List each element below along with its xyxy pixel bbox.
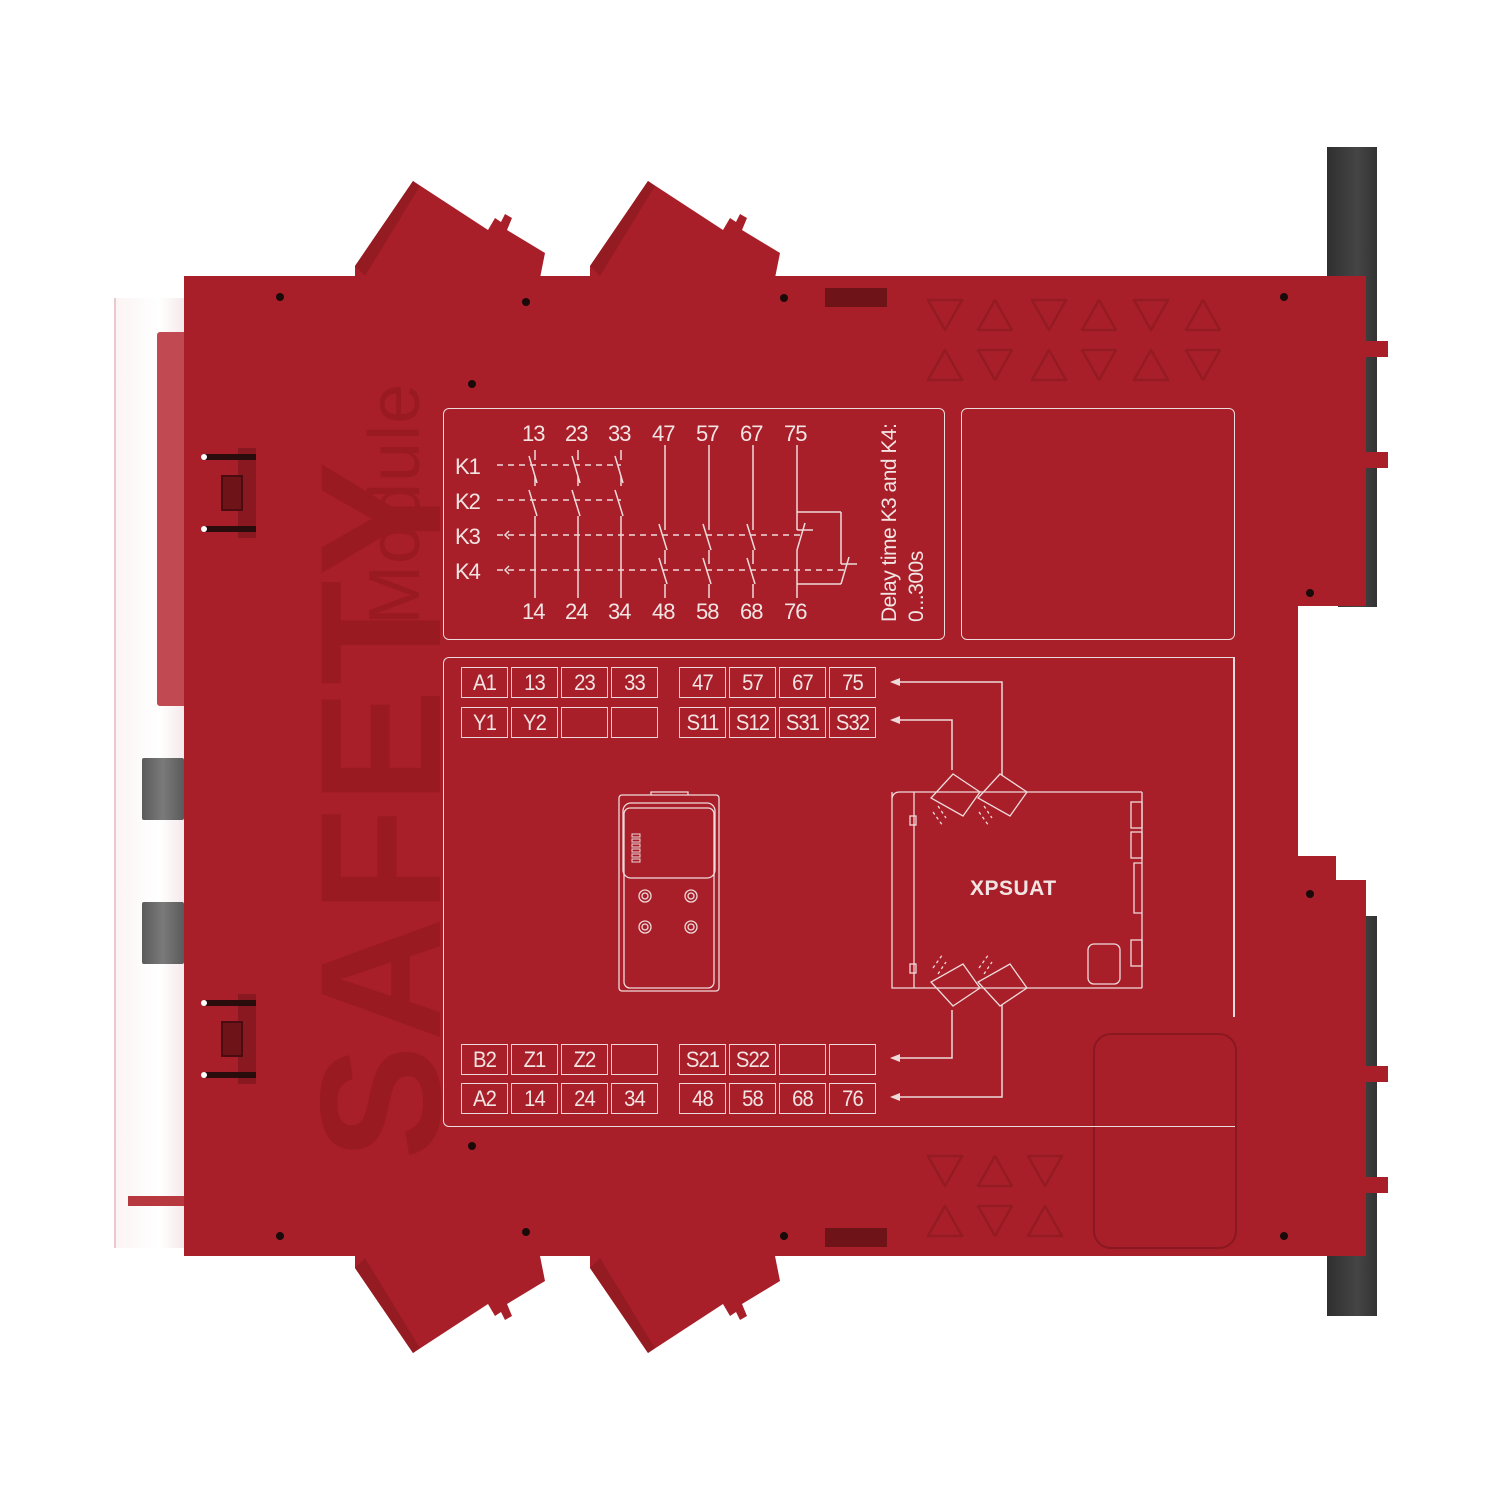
terminal-cell: A2 xyxy=(461,1083,508,1114)
terminal-cell: Z1 xyxy=(511,1044,558,1075)
terminal-cell: S32 xyxy=(829,707,876,738)
diagram-terminal-top: 47 xyxy=(652,421,676,446)
vent-slot-bottom xyxy=(825,1228,887,1247)
blank-label-panel xyxy=(961,408,1235,640)
contact-diagram-panel xyxy=(443,408,945,640)
delay-time-note-line2: 0...300s xyxy=(905,551,928,622)
terminal-cell: 24 xyxy=(561,1083,608,1114)
front-cover-bottom-lip xyxy=(128,1196,186,1206)
terminal-cell: 48 xyxy=(679,1083,726,1114)
diagram-terminal-top: 57 xyxy=(696,421,720,446)
delay-time-note-line1: Delay time K3 and K4: xyxy=(878,423,901,622)
screw-dot xyxy=(276,1232,284,1240)
screw-dot xyxy=(780,294,788,302)
terminal-cell: S22 xyxy=(729,1044,776,1075)
contact-schematic-lines xyxy=(497,445,857,598)
diagram-terminal-bottom: 48 xyxy=(652,599,676,624)
terminal-cell: B2 xyxy=(461,1044,508,1075)
terminal-cell: Z2 xyxy=(561,1044,608,1075)
wiring-panel-right-edge xyxy=(1233,657,1235,1017)
wiring-panel xyxy=(443,657,1235,1127)
relay-label: K4 xyxy=(455,559,481,584)
screw-dot xyxy=(1306,890,1314,898)
model-name-label: XPSUAT xyxy=(970,877,1057,900)
vent-slot-top xyxy=(825,288,887,307)
screw-dot xyxy=(1280,1232,1288,1240)
delay-adjust-knob-2[interactable] xyxy=(142,902,184,964)
housing-right-step-top xyxy=(1300,276,1366,606)
module-side-outline-icon xyxy=(891,773,1143,1007)
rail-latch-bottom-1 xyxy=(1312,1066,1388,1082)
terminal-cell: 58 xyxy=(729,1083,776,1114)
screw-dot xyxy=(468,380,476,388)
bottom-terminal-plug-1[interactable] xyxy=(345,1256,550,1356)
terminal-cell: 57 xyxy=(729,667,776,698)
cover-latch-top[interactable] xyxy=(200,446,260,540)
terminal-cell: S12 xyxy=(729,707,776,738)
terminal-cell: 68 xyxy=(779,1083,826,1114)
diagram-terminal-bottom: 34 xyxy=(608,599,632,624)
screw-dot xyxy=(276,293,284,301)
diagram-terminal-bottom: 68 xyxy=(740,599,764,624)
screw-dot xyxy=(780,1232,788,1240)
terminal-arrows xyxy=(890,678,1003,1101)
terminal-cell xyxy=(779,1044,826,1075)
embossed-triangle-pattern-bottom xyxy=(926,1154,1064,1238)
housing-body xyxy=(184,276,1336,1256)
screw-dot xyxy=(1280,293,1288,301)
top-terminal-plug-2[interactable] xyxy=(580,178,785,278)
terminal-cell: 47 xyxy=(679,667,726,698)
screw-dot xyxy=(522,298,530,306)
relay-label: K1 xyxy=(455,454,481,479)
terminal-cell xyxy=(611,1044,658,1075)
terminal-cell: 34 xyxy=(611,1083,658,1114)
terminal-cell: S21 xyxy=(679,1044,726,1075)
terminal-cell xyxy=(829,1044,876,1075)
terminal-cell: 76 xyxy=(829,1083,876,1114)
terminal-cell: S31 xyxy=(779,707,826,738)
housing-right-notch xyxy=(1298,606,1338,856)
brand-watermark-module: Module xyxy=(355,382,435,625)
terminal-cell: A1 xyxy=(461,667,508,698)
terminal-cell: S11 xyxy=(679,707,726,738)
delay-adjust-knob-1[interactable] xyxy=(142,758,184,820)
terminal-cell xyxy=(611,707,658,738)
screw-dot xyxy=(468,1142,476,1150)
rail-latch-top-2 xyxy=(1312,452,1388,468)
screw-dot xyxy=(1306,589,1314,597)
terminal-cell: Y2 xyxy=(511,707,558,738)
diagram-terminal-top: 75 xyxy=(784,421,808,446)
relay-label: K3 xyxy=(455,524,481,549)
label-window xyxy=(1093,1033,1237,1249)
terminal-cell: Y1 xyxy=(461,707,508,738)
diagram-terminal-top: 33 xyxy=(608,421,632,446)
terminal-cell: 75 xyxy=(829,667,876,698)
front-cover-red-panel xyxy=(157,332,187,706)
embossed-triangle-pattern-top xyxy=(926,298,1222,382)
rail-latch-top-1 xyxy=(1312,341,1388,357)
delay-time-note: Delay time K3 and K4: 0...300s xyxy=(876,424,930,622)
diagram-terminal-top: 13 xyxy=(522,421,546,446)
terminal-cell xyxy=(561,707,608,738)
top-terminal-plug-1[interactable] xyxy=(345,178,550,278)
relay-label: K2 xyxy=(455,489,481,514)
rail-latch-bottom-2 xyxy=(1312,1177,1388,1193)
terminal-cell: 23 xyxy=(561,667,608,698)
diagram-terminal-top: 23 xyxy=(565,421,589,446)
diagram-terminal-bottom: 14 xyxy=(522,599,546,624)
terminal-cell: 67 xyxy=(779,667,826,698)
diagram-terminal-bottom: 58 xyxy=(696,599,720,624)
diagram-terminal-bottom: 24 xyxy=(565,599,589,624)
front-unit-outline-icon xyxy=(618,791,720,992)
cover-latch-bottom[interactable] xyxy=(200,992,260,1086)
bottom-terminal-plug-2[interactable] xyxy=(580,1256,785,1356)
terminal-cell: 33 xyxy=(611,667,658,698)
diagram-terminal-bottom: 76 xyxy=(784,599,808,624)
terminal-cell: 13 xyxy=(511,667,558,698)
diagram-terminal-top: 67 xyxy=(740,421,764,446)
screw-dot xyxy=(522,1228,530,1236)
terminal-cell: 14 xyxy=(511,1083,558,1114)
